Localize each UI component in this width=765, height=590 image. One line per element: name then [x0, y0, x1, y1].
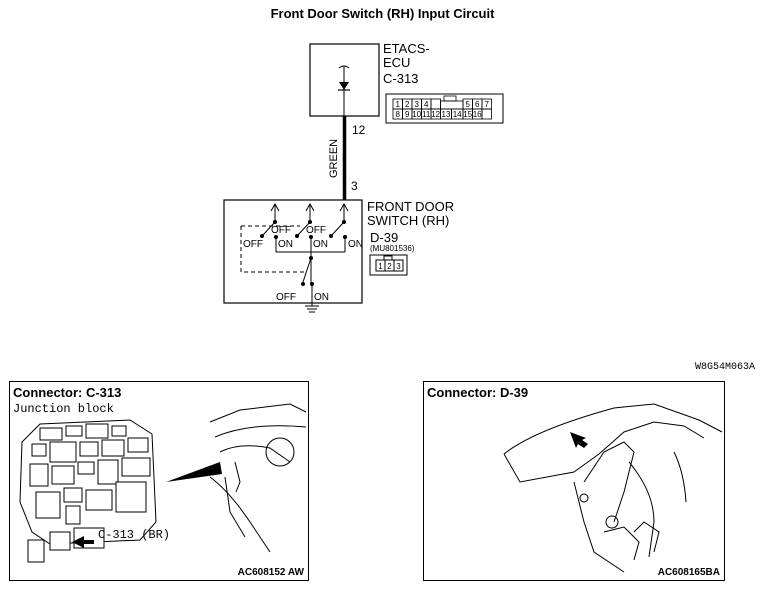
- switch-on-label-3: ON: [348, 239, 363, 250]
- ecu-pin-13: 13: [442, 110, 451, 119]
- right-panel-title: Connector: D-39: [427, 385, 529, 400]
- ecu-pin-12: 12: [431, 110, 440, 119]
- right-panel-code: AC608165BA: [657, 567, 720, 578]
- ecu-pin-4: 4: [424, 100, 429, 109]
- switch-name-line1: FRONT DOOR: [367, 199, 454, 214]
- switch-connector-label: D-39: [370, 230, 398, 245]
- ecu-connector-diagram: 1 2 3 4 5 6 7 8 9 10 11 12 13 14 15 16: [385, 93, 504, 124]
- junction-block-illustration: [19, 403, 307, 563]
- switch-pin-number: 3: [351, 179, 358, 193]
- ecu-pin-3: 3: [414, 100, 419, 109]
- diagram-title: Front Door Switch (RH) Input Circuit: [270, 6, 495, 21]
- ecu-pin-7: 7: [484, 100, 489, 109]
- connector-c313-panel: Connector: C-313 Junction block: [9, 381, 309, 581]
- switch-pin-3: 3: [396, 262, 401, 271]
- circuit-diagram: ETACS- ECU C-313 1 2 3 4 5 6 7 8: [223, 41, 755, 370]
- left-panel-subtitle: Junction block: [13, 402, 114, 416]
- switch-off-label-3: OFF: [306, 225, 326, 236]
- switch-on-label-1: ON: [278, 239, 293, 250]
- ecu-pin-10: 10: [412, 110, 421, 119]
- switch-off-label-4: OFF: [276, 292, 296, 303]
- ecu-pin-6: 6: [475, 100, 480, 109]
- switch-name-line2: SWITCH (RH): [367, 213, 449, 228]
- wire-color-label: GREEN: [328, 139, 340, 178]
- figure-code: W8G54M063A: [695, 362, 755, 370]
- left-panel-title: Connector: C-313: [13, 385, 122, 400]
- c313-callout-label: C-313 (BR): [98, 528, 171, 542]
- switch-pin-2: 2: [387, 262, 392, 271]
- ecu-pin-9: 9: [405, 110, 410, 119]
- switch-part-number: (MU801536): [370, 244, 415, 253]
- door-illustration: [503, 403, 723, 573]
- switch-off-label-1: OFF: [243, 239, 263, 250]
- ecu-pin-14: 14: [453, 110, 462, 119]
- ecu-pin-11: 11: [422, 110, 431, 119]
- connector-d39-panel: Connector: D-39 AC608165BA: [423, 381, 725, 581]
- switch-box: [223, 199, 363, 304]
- ecu-name-line2: ECU: [383, 55, 410, 70]
- diode-symbol: [339, 82, 349, 90]
- switch-on-label-4: ON: [314, 292, 329, 303]
- switch-pin-1: 1: [378, 262, 383, 271]
- ecu-pin-number: 12: [352, 123, 366, 137]
- ecu-connector-label: C-313: [383, 71, 418, 86]
- ecu-pin-15: 15: [463, 110, 472, 119]
- ecu-pin-1: 1: [395, 100, 400, 109]
- ecu-name-line1: ETACS-: [383, 41, 430, 56]
- ecu-pin-5: 5: [465, 100, 470, 109]
- left-panel-code: AC608152 AW: [237, 567, 304, 578]
- switch-off-label-2: OFF: [271, 225, 291, 236]
- ecu-pin-2: 2: [405, 100, 410, 109]
- ecu-pin-16: 16: [473, 110, 482, 119]
- switch-connector-diagram: [369, 254, 408, 276]
- switch-on-label-2: ON: [313, 239, 328, 250]
- ecu-pin-8: 8: [395, 110, 400, 119]
